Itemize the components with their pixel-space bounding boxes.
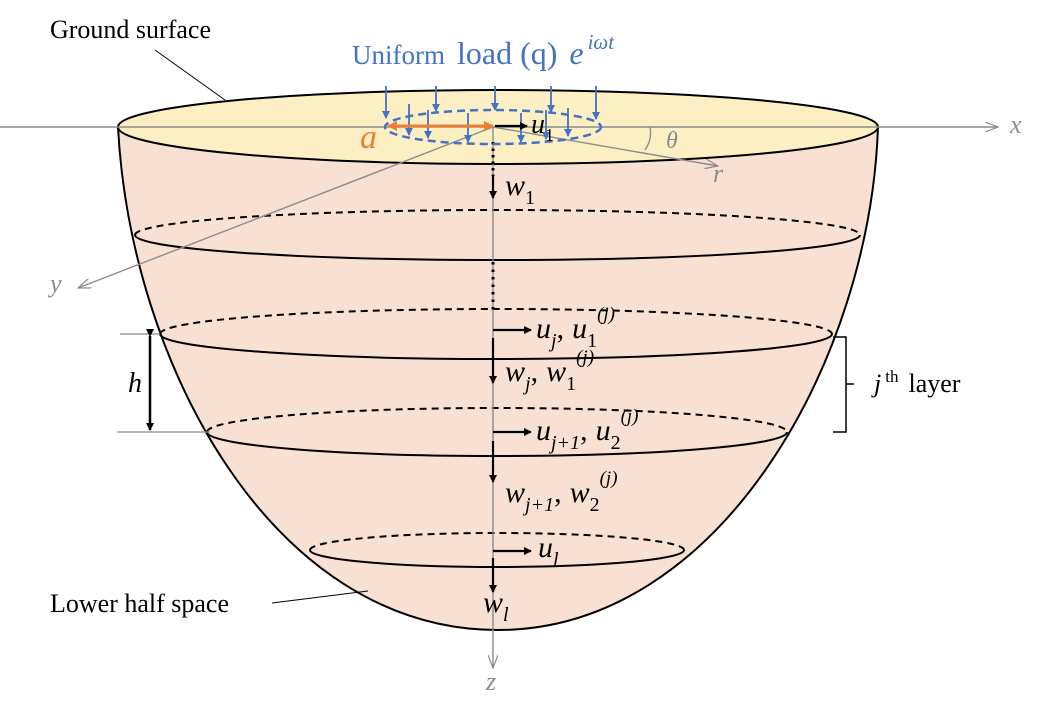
- ul-label: ul: [538, 531, 559, 571]
- r-axis: [492, 126, 718, 166]
- wj1-label: wj+1,w2(j): [505, 468, 618, 516]
- z-axis-label: z: [485, 667, 496, 696]
- y-axis-label: y: [47, 269, 62, 298]
- load-label-e: e: [569, 35, 583, 71]
- uj1-label: uj+1,u2(j): [536, 406, 639, 454]
- h-label: h: [128, 368, 142, 399]
- lower-half-space-leader: [271, 590, 369, 604]
- layer-label-j: j: [871, 369, 881, 398]
- r-label: r: [713, 159, 724, 188]
- wl-label: wl: [483, 586, 509, 626]
- ground-surface-leader: [154, 49, 226, 101]
- layer-interface-3: [206, 407, 788, 457]
- u1-surface-label: u1: [531, 109, 554, 145]
- lower-half-space-body: [116, 126, 880, 632]
- layer-bracket: [833, 336, 854, 433]
- lower-half-space-label: Lower half space: [50, 589, 229, 618]
- theta-arc: [644, 126, 652, 151]
- layer-interface-1: [134, 208, 861, 262]
- y-axis: [78, 126, 494, 289]
- displacement-arrows: [489, 122, 532, 593]
- layer-label-word: layer: [908, 369, 960, 398]
- load-label-q: load (q): [457, 35, 557, 71]
- load-label-exp: iωt: [588, 30, 616, 54]
- ground-surface-label: Ground surface: [50, 15, 211, 44]
- theta-label: θ: [666, 128, 678, 154]
- load-area-ellipse: [383, 108, 603, 146]
- x-axis-label: x: [1009, 110, 1022, 139]
- w1-label: w1: [505, 169, 535, 209]
- layer-label-sup: th: [885, 367, 899, 386]
- layer-interface-2: [159, 308, 833, 360]
- layer-interface-lower: [309, 532, 685, 568]
- layer-label: j th layer: [871, 367, 961, 398]
- radius-label: a: [360, 119, 377, 156]
- load-label-uniform: Uniform: [352, 40, 445, 70]
- load-label: Uniform load (q) e iωt: [352, 30, 615, 71]
- wj-label: wj,w1(j): [505, 347, 594, 395]
- uj-label: uj,u1(j): [536, 304, 615, 352]
